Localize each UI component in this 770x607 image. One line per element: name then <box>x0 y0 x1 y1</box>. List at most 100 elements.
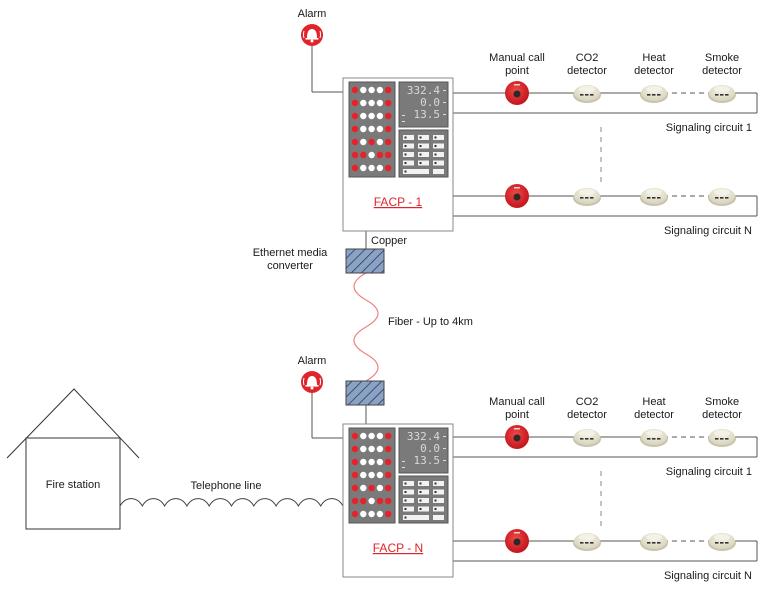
detector-vent <box>652 542 656 544</box>
status-led <box>376 497 384 505</box>
heat-detector-icon <box>640 188 668 206</box>
mcp-slot <box>514 532 520 534</box>
device-label: point <box>505 65 529 77</box>
circuit-label: Signaling circuit N <box>664 570 752 582</box>
keypad-key[interactable] <box>418 481 429 486</box>
key-mark <box>419 482 422 485</box>
device-label: CO2 <box>576 52 599 64</box>
status-led <box>368 445 375 453</box>
bell-rim <box>305 38 319 40</box>
key-mark <box>404 499 407 502</box>
detector-vent <box>585 542 589 544</box>
device-label: Manual call <box>489 396 545 408</box>
heat-detector-icon <box>640 533 668 551</box>
bell-wave-left <box>303 377 305 386</box>
key-mark <box>404 491 407 493</box>
status-led <box>360 484 367 492</box>
keypad-key[interactable] <box>418 160 429 166</box>
keypad-key[interactable] <box>403 489 414 495</box>
keypad-key[interactable] <box>418 506 429 512</box>
key-mark <box>434 482 437 485</box>
status-led <box>360 86 367 94</box>
detector-vent <box>725 542 729 544</box>
device-label: detector <box>567 409 607 421</box>
keypad-key[interactable] <box>433 152 444 157</box>
bell-body <box>307 29 317 38</box>
key-mark <box>404 136 407 139</box>
status-led <box>376 164 384 172</box>
detector-top <box>579 86 595 92</box>
keypad-key[interactable] <box>403 481 414 486</box>
device-label: detector <box>702 65 742 77</box>
display-reading: 13.5 <box>414 108 441 121</box>
detector-vent <box>725 94 729 96</box>
key-mark <box>434 491 437 493</box>
keypad-key[interactable] <box>433 515 444 520</box>
alarm-label: Alarm <box>298 355 327 367</box>
keypad-key[interactable] <box>403 160 414 166</box>
detector-vent <box>657 197 661 199</box>
manual-call-point-icon <box>505 81 529 105</box>
key-mark <box>419 491 422 493</box>
status-led <box>385 484 392 492</box>
keypad-key[interactable] <box>418 489 429 495</box>
detector-vent <box>585 438 589 440</box>
keypad-key[interactable] <box>433 489 444 495</box>
keypad-key[interactable] <box>433 506 444 512</box>
keypad-key[interactable] <box>403 506 414 512</box>
status-led <box>376 458 384 466</box>
keypad-key[interactable] <box>403 498 414 503</box>
status-led <box>351 484 359 492</box>
status-led <box>360 510 367 518</box>
keypad-key[interactable] <box>433 169 444 174</box>
key-mark <box>434 162 437 164</box>
media-converter-top <box>345 248 385 274</box>
detector-top <box>579 534 595 540</box>
keypad-key-wide[interactable] <box>403 169 429 174</box>
lcd-display <box>398 427 449 474</box>
status-led <box>376 432 384 440</box>
status-led <box>351 99 359 107</box>
detector-vent <box>720 438 724 440</box>
status-led <box>385 445 392 453</box>
keypad-key[interactable] <box>403 135 414 140</box>
bell-wave-right <box>319 30 321 39</box>
detector-vent <box>715 94 719 96</box>
heat-detector-icon <box>640 85 668 103</box>
fiber-optic-cable <box>353 272 379 382</box>
keypad-key-wide[interactable] <box>403 515 429 520</box>
keypad-key[interactable] <box>418 143 429 149</box>
alarm-bell-icon <box>301 24 323 46</box>
key-mark <box>404 516 407 519</box>
display-tick <box>443 114 446 115</box>
status-led <box>368 125 375 133</box>
telephone-line <box>119 498 344 508</box>
status-led <box>376 510 384 518</box>
keypad-key[interactable] <box>403 143 414 149</box>
detector-vent <box>580 542 584 544</box>
fire-alarm-control-panel: 332.40.013.5 <box>342 77 454 232</box>
keypad-key[interactable] <box>433 160 444 166</box>
status-led <box>351 86 359 94</box>
key-mark <box>404 153 407 156</box>
keypad-key[interactable] <box>433 135 444 140</box>
status-led <box>360 164 367 172</box>
detector-vent <box>720 94 724 96</box>
keypad-key[interactable] <box>418 152 429 157</box>
detector-vent <box>720 197 724 199</box>
detector-vent <box>652 197 656 199</box>
keypad-key[interactable] <box>433 481 444 486</box>
alarm-bell-icon <box>301 371 323 393</box>
status-led <box>368 151 375 159</box>
keypad-key[interactable] <box>433 143 444 149</box>
keypad-key[interactable] <box>418 135 429 140</box>
keypad-key[interactable] <box>418 498 429 503</box>
key-mark <box>419 162 422 164</box>
detector-top <box>579 189 595 195</box>
status-led <box>385 164 392 172</box>
detector-top <box>646 189 662 195</box>
keypad-key[interactable] <box>433 498 444 503</box>
key-mark <box>404 170 407 173</box>
keypad-key[interactable] <box>403 152 414 157</box>
co2-detector-icon <box>573 188 601 206</box>
